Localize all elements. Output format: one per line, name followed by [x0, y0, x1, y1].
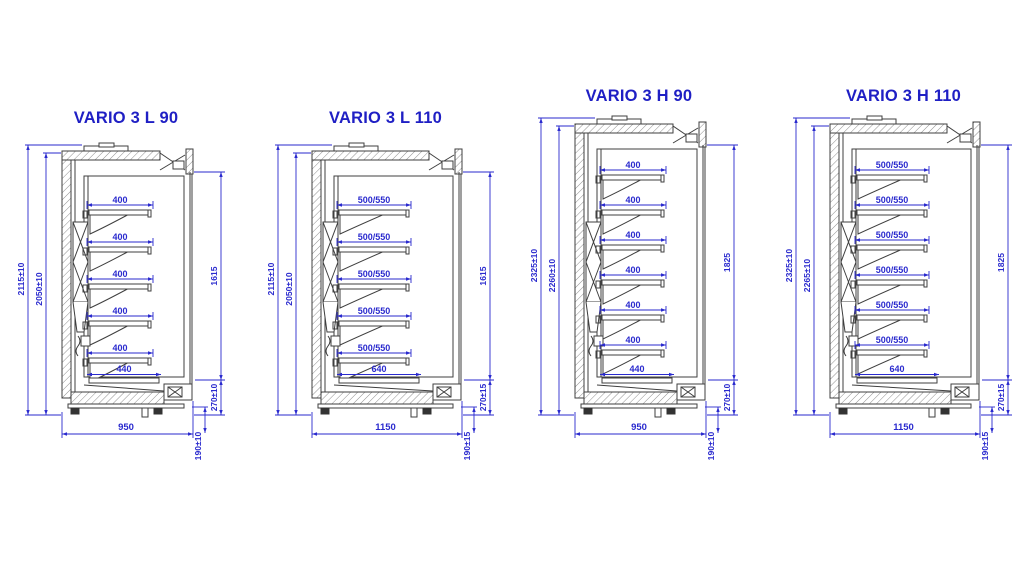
drawing-title-3: VARIO 3 H 90 [585, 87, 693, 105]
dimension-label: 400 [625, 230, 640, 240]
drawing-title-2: VARIO 3 L 110 [329, 109, 442, 127]
cabinet-drawing-1: 400 400 400 400 400 440 2115±10 2050±10 1615 270±… [16, 142, 225, 460]
dimension-label: 400 [112, 232, 127, 242]
dimension-label: 190±15 [462, 431, 472, 460]
dimension-label: 2050±10 [284, 272, 294, 306]
dimension-label: 2325±10 [784, 249, 794, 283]
dimension-label: 640 [889, 364, 904, 374]
dimension-label: 440 [116, 364, 131, 374]
dimension-label: 190±10 [706, 431, 716, 460]
cabinet-drawing-2: 500/550 500/550 500/550 500/550 500/550 640 21… [266, 142, 494, 460]
dimension-label: 270±10 [723, 383, 732, 411]
dimension-label: 190±10 [193, 431, 203, 460]
dimension-label: 1615 [478, 266, 488, 285]
dimension-label: 440 [629, 364, 644, 374]
dimension-label: 500/550 [358, 269, 391, 279]
drawing-title-1: VARIO 3 L 90 [73, 109, 179, 127]
dimension-label: 500/550 [358, 195, 391, 205]
dimension-label: 400 [625, 195, 640, 205]
dimension-label: 190±15 [980, 431, 990, 460]
dimension-label: 500/550 [876, 230, 909, 240]
dimension-label: 270±15 [997, 383, 1006, 411]
dimension-label: 950 [118, 422, 134, 433]
dimension-label: 640 [371, 364, 386, 374]
dimension-label: 400 [112, 195, 127, 205]
dimension-label: 1150 [375, 422, 396, 433]
dimension-label: 500/550 [358, 306, 391, 316]
cabinet-drawing-3: 400 400 400 400 400 400 440 2325±10 2260±10 1825 2… [529, 115, 738, 460]
dimension-label: 500/550 [876, 335, 909, 345]
dimension-label: 500/550 [876, 300, 909, 310]
dimension-label: 1615 [209, 266, 219, 285]
dimension-label: 400 [625, 300, 640, 310]
dimension-label: 270±15 [479, 383, 488, 411]
dimension-label: 1825 [722, 253, 732, 272]
dimension-label: 500/550 [358, 343, 391, 353]
cabinet-drawing-4: 500/550 500/550 500/550 500/550 500/550 500/5… [784, 115, 1012, 460]
dimension-label: 500/550 [358, 232, 391, 242]
dimension-label: 2115±10 [266, 262, 276, 295]
dimension-label: 2325±10 [529, 249, 539, 283]
dimension-label: 1825 [996, 253, 1006, 272]
dimension-label: 400 [625, 160, 640, 170]
dimension-label: 2115±10 [16, 262, 26, 295]
dimension-label: 500/550 [876, 195, 909, 205]
dimension-label: 400 [625, 265, 640, 275]
dimension-label: 400 [112, 343, 127, 353]
dimension-label: 2050±10 [34, 272, 44, 306]
dimension-label: 500/550 [876, 160, 909, 170]
dimension-label: 950 [631, 422, 647, 433]
dimension-label: 1150 [893, 422, 914, 433]
dimension-label: 400 [625, 335, 640, 345]
dimension-label: 270±10 [210, 383, 219, 411]
drawing-title-4: VARIO 3 H 110 [845, 87, 962, 105]
dimension-label: 2260±10 [547, 259, 557, 293]
dimension-label: 2265±10 [802, 259, 812, 293]
dimension-label: 400 [112, 269, 127, 279]
dimension-label: 500/550 [876, 265, 909, 275]
dimension-label: 400 [112, 306, 127, 316]
